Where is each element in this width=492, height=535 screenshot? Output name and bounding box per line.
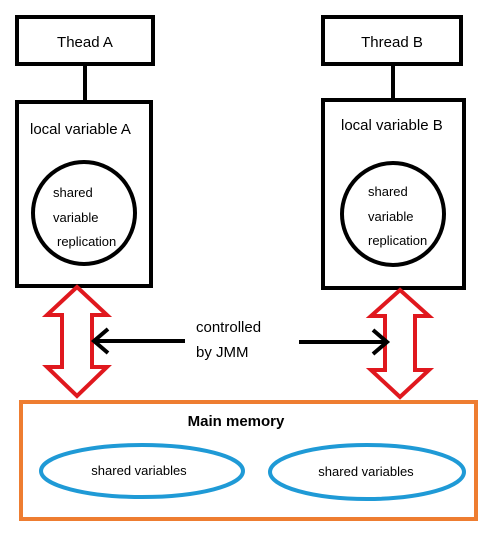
shared-replication-b-line-2: variable bbox=[368, 209, 414, 224]
main-memory-title: Main memory bbox=[188, 413, 285, 430]
shared-replication-b-line-1: shared bbox=[368, 184, 408, 199]
shared-replication-a-line-2: variable bbox=[53, 210, 99, 225]
shared-variables-ellipse-1 bbox=[39, 443, 245, 499]
transfer-arrow-b bbox=[365, 287, 435, 400]
shared-variables-ellipse-2 bbox=[268, 443, 466, 501]
jmm-arrow-left-head bbox=[90, 327, 110, 355]
shared-replication-a-line-3: replication bbox=[57, 234, 116, 249]
transfer-arrow-a bbox=[41, 284, 113, 399]
shared-variable-replication-a-circle bbox=[31, 160, 137, 266]
shared-variables-label-2: shared variables bbox=[318, 464, 414, 479]
shared-replication-b-line-3: replication bbox=[368, 233, 427, 248]
shared-variables-label-1: shared variables bbox=[91, 463, 187, 478]
main-memory-group: Main memory shared variables shared vari… bbox=[19, 400, 478, 521]
thread-b-box bbox=[321, 15, 463, 66]
controller-label-line-2: by JMM bbox=[196, 344, 249, 361]
jmm-arrow-right-head bbox=[371, 328, 391, 356]
controller-label-line-1: controlled bbox=[196, 319, 261, 336]
local-variable-a-label: local variable A bbox=[30, 121, 131, 138]
thread-a-title: Thead A bbox=[57, 34, 113, 51]
thread-b-title: Thread B bbox=[361, 34, 423, 51]
thread-a-group: Thead A local variable A shared variable… bbox=[15, 15, 155, 288]
shared-variable-replication-b-circle bbox=[340, 161, 446, 267]
shared-replication-a-line-1: shared bbox=[53, 185, 93, 200]
local-variable-b-label: local variable B bbox=[341, 117, 443, 134]
thread-b-group: Thread B local variable B shared variabl… bbox=[321, 15, 466, 290]
